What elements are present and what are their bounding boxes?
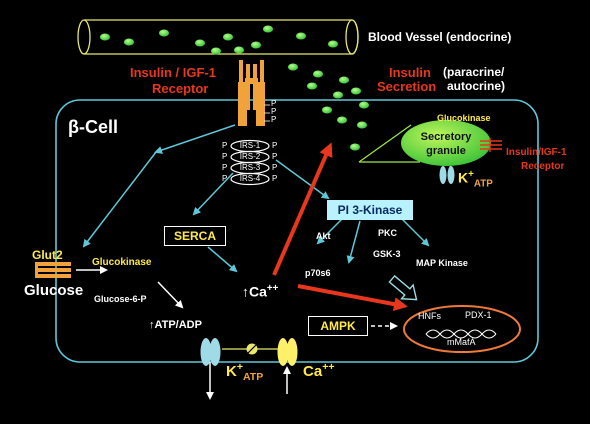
katp-bottom-channel [200,338,221,366]
irs-1-p-right: P [272,141,278,150]
p70s6-label: p70s6 [305,268,331,278]
glucose-label: Glucose [24,282,84,299]
irs-3-label: IRS-3 [239,163,261,172]
katp-bottom-label: K+ATP [226,361,264,383]
irs-1-p-left: P [222,141,228,150]
nucleus [403,305,521,353]
secretory-granule [401,120,491,166]
katp-right-label: K+ATP [458,169,493,190]
atp-adp-label: ↑ATP/ADP [149,319,202,331]
calcium-bottom-label: Ca++ [303,361,335,380]
paracrine-label-2: autocrine) [447,79,506,93]
cell-membrane [55,99,539,363]
insulin-receptor [238,60,270,126]
secretory-granule-label-2: granule [426,145,466,157]
phospho-3: P [271,115,277,124]
insulin-receptor-label-2: Receptor [152,81,209,96]
igf1-receptor-right-label-2: Receptor [521,161,565,172]
metabolism-arrows [76,266,291,400]
irs-2-p-right: P [272,152,278,161]
irs-4-p-right: P [272,174,278,183]
irs-2-label: IRS-2 [239,152,261,161]
irs-3-p-left: P [222,163,228,172]
glucokinase-granule-label: Glucokinase [437,113,491,123]
beta-cell-label: β-Cell [68,117,118,137]
blood-vessel-label: Blood Vessel (endocrine) [368,30,512,44]
paracrine-label-1: (paracrine/ [443,65,505,79]
glucokinase-left-label: Glucokinase [92,257,152,268]
pdx1-label: PDX-1 [465,310,492,320]
glut2-label: Glut2 [32,248,63,262]
pi3-kinase-box: PI 3-Kinase [327,200,413,220]
ca-bottom-channel [277,338,298,366]
map-kinase-label: MAP Kinase [416,258,468,268]
katp-granule-channel [439,166,455,184]
phospho-2: P [271,107,277,116]
mmafa-label: mMafA [447,337,476,347]
secretory-granule-label-1: Secretory [420,131,472,143]
granule-receptor [480,138,502,152]
serca-box: SERCA [164,226,226,246]
blood-vessel [77,19,359,55]
akt-label: Akt [316,231,331,241]
irs-ovals [230,139,270,186]
gsk3-label: GSK-3 [373,249,401,259]
insulin-secretion-label-2: Secretion [377,79,437,94]
ampk-box: AMPK [308,316,368,336]
phospho-1: P [271,99,277,108]
igf1-receptor-right-label-1: Insulin/IGF-1 [506,147,567,158]
map-kinase-arrow [388,274,418,301]
signal-arrows-cyan [82,124,430,273]
glut2-transporter [35,262,71,278]
calcium-center-label: ↑Ca++ [242,283,279,300]
hnfs-label: HNFs [418,311,441,321]
insulin-secretion-label-1: Insulin [389,65,431,80]
irs-3-p-right: P [272,163,278,172]
irs-4-p-left: P [222,174,228,183]
irs-4-label: IRS-4 [239,174,261,183]
dna-icon [425,329,497,339]
insulin-receptor-label-1: Insulin / IGF-1 [130,65,216,80]
irs-2-p-left: P [222,152,228,161]
glucose6p-label: Glucose-6-P [94,294,147,304]
granule-tether-top [358,124,412,163]
insulin-molecules [100,25,369,151]
calcium-arrows-red [272,142,408,312]
pkc-label: PKC [378,228,398,238]
irs-1-label: IRS-1 [239,141,261,150]
